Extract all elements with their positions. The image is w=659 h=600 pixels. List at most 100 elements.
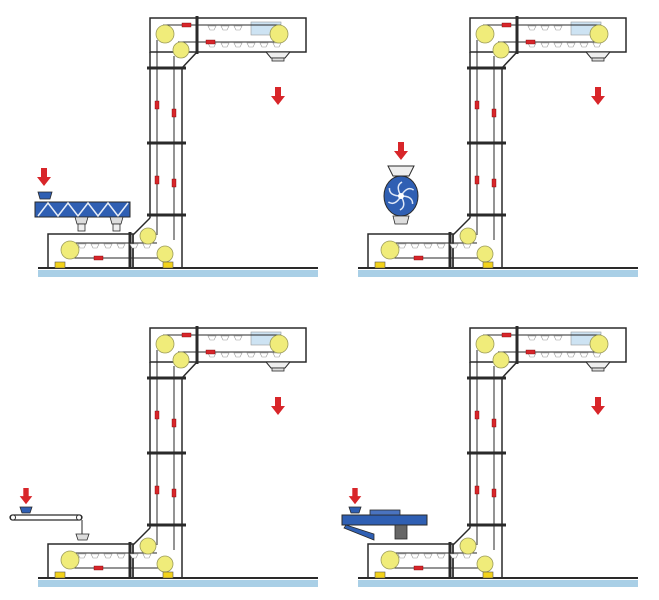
rotor-hub [398, 193, 404, 199]
chain-direction-arrow-icon [154, 410, 160, 420]
bucket [207, 25, 217, 31]
head-frame [469, 17, 627, 53]
pulley-wheel [155, 24, 175, 44]
bucket [553, 352, 563, 358]
bucket [527, 25, 537, 31]
flow-arrow-icon [591, 87, 605, 105]
head-frame [149, 327, 307, 363]
chain-direction-arrow-icon [474, 485, 480, 495]
support-foot [162, 261, 174, 269]
chain-direction-arrow-icon [501, 332, 512, 338]
chain-direction-arrow-icon [474, 410, 480, 420]
conveyor-belt [9, 514, 83, 521]
bucket [233, 25, 243, 31]
pulley-wheel [475, 24, 495, 44]
flow-arrow-icon [271, 87, 285, 105]
bucket [553, 42, 563, 48]
bucket [233, 352, 243, 358]
pulley-wheel [380, 240, 400, 260]
bucket [410, 553, 420, 559]
outlet-spout [112, 223, 121, 232]
pulley-wheel [156, 555, 174, 573]
elevator-panel-4 [341, 326, 638, 587]
flow-arrow-icon [19, 488, 33, 505]
bucket [259, 42, 269, 48]
vibrator-motor [369, 509, 401, 516]
screw-flight [37, 201, 129, 218]
vibratory-feeder [341, 488, 428, 541]
bucket [116, 553, 126, 559]
bucket [246, 352, 256, 358]
head-frame [149, 17, 307, 53]
outlet-hopper [74, 216, 89, 225]
outlet-spout [77, 223, 86, 232]
chain-direction-arrow-icon [171, 418, 177, 428]
inlet-hopper [387, 165, 415, 177]
bucket [220, 25, 230, 31]
chain-direction-arrow-icon [181, 22, 192, 28]
rotary-feeder [383, 142, 419, 225]
chain-direction-arrow-icon [491, 108, 497, 118]
loading-section-frame [47, 233, 134, 269]
chain-direction-arrow-icon [205, 39, 216, 45]
bucket [220, 352, 230, 358]
belt-roller [10, 514, 16, 521]
bucket [246, 42, 256, 48]
ground-floor [38, 580, 318, 587]
bucket [116, 243, 126, 249]
support-foot [482, 571, 494, 579]
inlet-hopper [348, 506, 362, 514]
bucket [566, 352, 576, 358]
flow-arrow-icon [271, 397, 285, 415]
bucket [540, 25, 550, 31]
chain-direction-arrow-icon [525, 349, 536, 355]
pulley-wheel [476, 555, 494, 573]
pulley-wheel [589, 334, 609, 354]
chain-direction-arrow-icon [154, 175, 160, 185]
pulley-wheel [156, 245, 174, 263]
discharge-outlet [591, 367, 605, 372]
inlet-hopper [19, 506, 33, 514]
pulley-wheel [492, 351, 510, 369]
chain-direction-arrow-icon [181, 332, 192, 338]
discharge-outlet [591, 57, 605, 62]
pulley-wheel [172, 351, 190, 369]
ground-floor [358, 270, 638, 277]
pulley-wheel [60, 240, 80, 260]
flow-arrow-icon [37, 168, 51, 186]
chain-direction-arrow-icon [154, 485, 160, 495]
pulley-wheel [139, 227, 157, 245]
bucket [103, 243, 113, 249]
bucket [540, 352, 550, 358]
chain-direction-arrow-icon [491, 178, 497, 188]
bucket [566, 42, 576, 48]
discharge-outlet [271, 57, 285, 62]
chain-direction-arrow-icon [525, 39, 536, 45]
elevator-panel-2 [358, 16, 638, 277]
bucket [462, 553, 472, 559]
chain-direction-arrow-icon [93, 255, 104, 261]
pulley-wheel [459, 227, 477, 245]
bucket [527, 335, 537, 341]
chain-direction-arrow-icon [491, 488, 497, 498]
bucket [272, 42, 282, 48]
pulley-wheel [589, 24, 609, 44]
support-foot [54, 571, 66, 579]
pulley-wheel [139, 537, 157, 555]
head-frame [469, 327, 627, 363]
chain-direction-arrow-icon [205, 349, 216, 355]
belt-roller [76, 514, 82, 521]
ground-floor [38, 270, 318, 277]
bucket [449, 553, 459, 559]
bucket [129, 243, 139, 249]
discharge-outlet [271, 367, 285, 372]
discharge-spout [394, 524, 408, 540]
chain-direction-arrow-icon [171, 108, 177, 118]
bucket [259, 352, 269, 358]
support-foot [162, 571, 174, 579]
pulley-wheel [269, 24, 289, 44]
support-foot [482, 261, 494, 269]
discharge-hopper [584, 361, 612, 369]
bucket [220, 335, 230, 341]
